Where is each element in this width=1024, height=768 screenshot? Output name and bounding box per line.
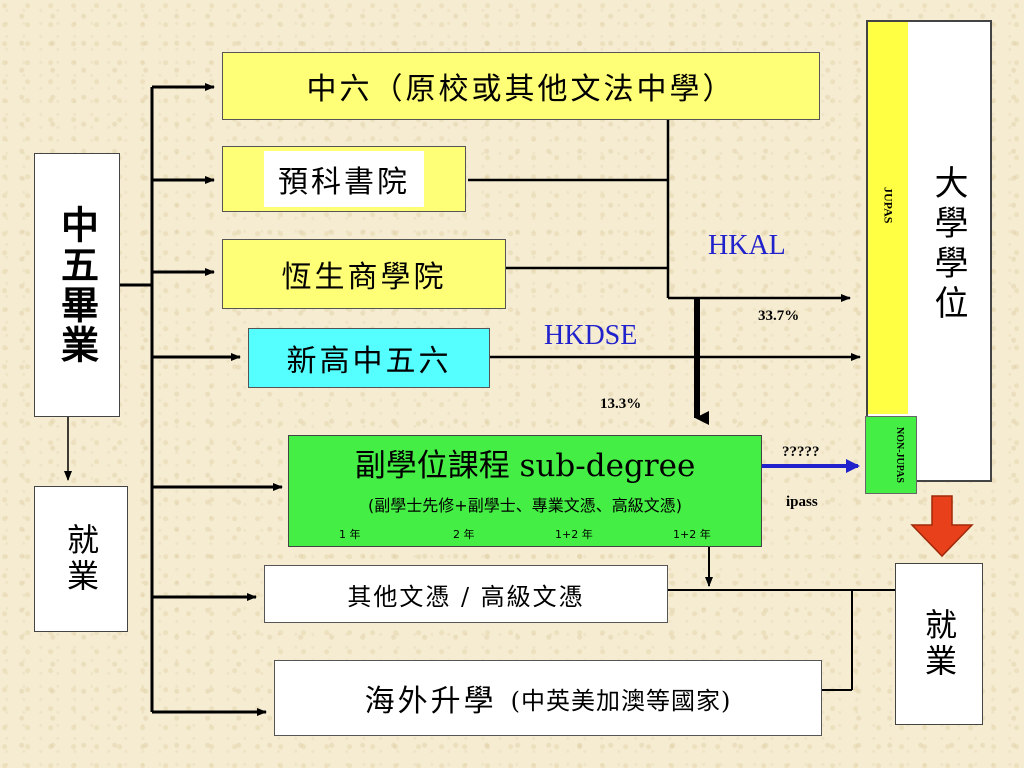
non-jupas-box: NON-JUPAS — [865, 416, 917, 494]
question-label: ????? — [782, 444, 820, 460]
overseas-study-label: 海外升學 — [364, 684, 497, 719]
right-employment-label: 就業 — [920, 608, 958, 680]
university-degree-label: 大學學位 — [928, 165, 968, 325]
form5-graduate-box: 中五畢業 — [34, 153, 120, 417]
non-jupas-label: NON-JUPAS — [894, 427, 905, 483]
form6-label: 中六（原校或其他文法中學） — [306, 72, 736, 107]
ipass-label: ipass — [786, 494, 818, 510]
right-employment-box: 就業 — [895, 563, 983, 725]
left-employment-label: 就業 — [62, 523, 100, 595]
percent-13-3-label: 13.3% — [600, 396, 642, 412]
hang-seng-college-box: 恆生商學院 — [222, 239, 506, 309]
sub-degree-box: 副學位課程 sub-degree (副學士先修+副學士、專業文憑、高級文憑) 1… — [288, 435, 762, 547]
left-employment-box: 就業 — [34, 486, 128, 632]
hkdse-label: HKDSE — [544, 320, 638, 351]
matriculation-college-label: 預科書院 — [264, 151, 424, 207]
other-diploma-label: 其他文憑 / 高級文憑 — [347, 582, 585, 611]
year-label: 1+2 年 — [673, 528, 711, 541]
year-label: 1+2 年 — [555, 528, 593, 541]
sub-degree-subtitle: (副學士先修+副學士、專業文憑、高級文憑) — [368, 496, 682, 515]
percent-33-7-label: 33.7% — [758, 308, 800, 324]
matriculation-college-box: 預科書院 — [222, 146, 466, 212]
year-label: 2 年 — [453, 528, 475, 541]
new-senior-secondary-box: 新高中五六 — [248, 328, 490, 388]
other-diploma-box: 其他文憑 / 高級文憑 — [264, 565, 668, 623]
year-label: 1 年 — [339, 528, 361, 541]
overseas-study-countries: (中英美加澳等國家) — [510, 686, 732, 715]
hang-seng-college-label: 恆生商學院 — [281, 260, 447, 295]
jupas-bar: JUPAS — [868, 22, 908, 414]
hkal-label: HKAL — [708, 230, 786, 261]
sub-degree-title: 副學位課程 sub-degree — [354, 448, 696, 484]
new-senior-secondary-label: 新高中五六 — [286, 344, 452, 379]
form5-graduate-label: 中五畢業 — [54, 205, 99, 365]
jupas-label: JUPAS — [881, 187, 896, 224]
overseas-study-box: 海外升學 (中英美加澳等國家) — [274, 660, 822, 736]
form6-box: 中六（原校或其他文法中學） — [222, 52, 820, 120]
